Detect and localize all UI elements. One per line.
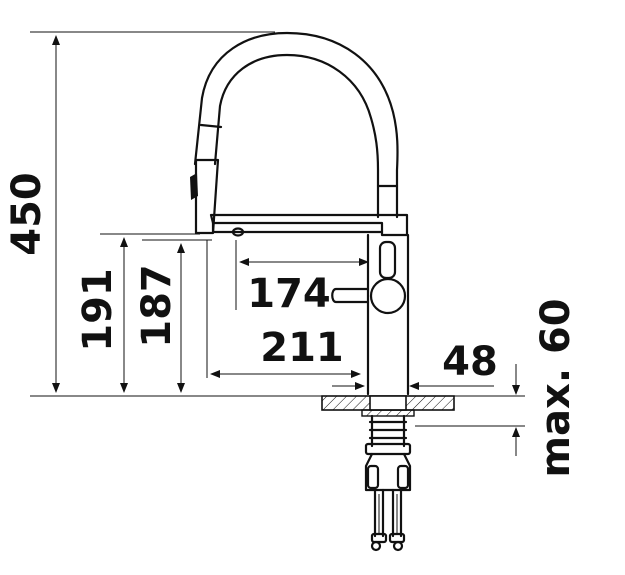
label-spout-height-b: 187 (134, 264, 180, 348)
dimension-labels: 450 191 187 174 211 48 max. 60 (4, 172, 579, 477)
counter-section (321, 395, 455, 552)
label-base-diameter: 48 (442, 339, 498, 385)
label-spout-height-a: 191 (75, 268, 121, 352)
hose-left (373, 488, 385, 538)
spray-button-icon (190, 173, 198, 200)
lever-knob (369, 277, 407, 315)
hose-connector-right (396, 464, 410, 490)
mounting-body (364, 452, 412, 492)
hose-right (391, 488, 403, 538)
dimension-lines (52, 35, 520, 456)
faucet-outline (190, 31, 410, 396)
mounting-nut (364, 442, 412, 456)
hose-nut-left (370, 540, 382, 552)
hose-nut-right (392, 540, 404, 552)
lever-stem (378, 240, 397, 280)
lever-handle (331, 287, 370, 304)
faucet-column (366, 233, 410, 396)
spout-inner-curve (213, 53, 380, 219)
label-height-total: 450 (4, 172, 50, 256)
mounting-plate (361, 409, 415, 417)
holder-nozzle (231, 227, 245, 237)
label-reach-a: 174 (247, 271, 331, 317)
label-counter-thickness: max. 60 (533, 298, 579, 477)
label-reach-b: 211 (260, 325, 344, 371)
holder-arm-lower-edge (211, 221, 384, 234)
hose-connector-left (366, 464, 380, 490)
spout-outer-curve (193, 31, 399, 219)
spout-joint-left (199, 123, 223, 129)
counter-hole (369, 395, 407, 411)
